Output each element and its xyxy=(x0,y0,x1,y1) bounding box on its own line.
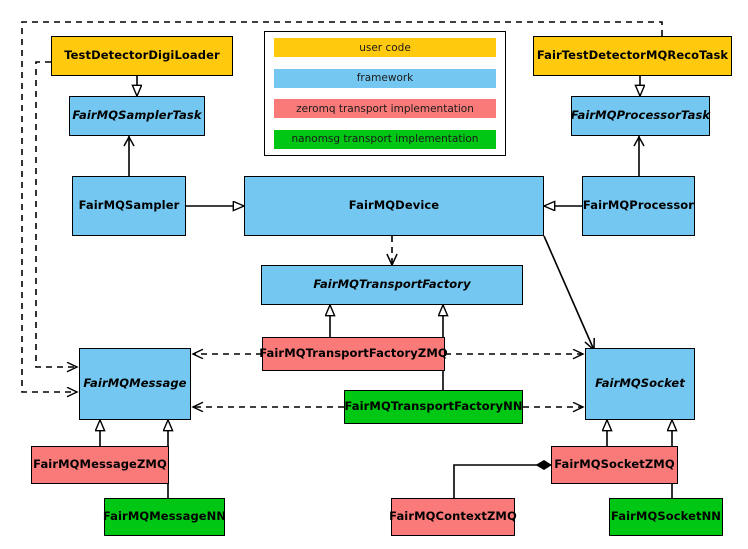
edge-socketzmq-contextzmq xyxy=(453,460,552,498)
class-node-fairmqsocketzmq[interactable]: FairMQSocketZMQ xyxy=(551,446,678,484)
edge-sampler-samplertask-head xyxy=(123,135,135,147)
class-node-fairtestdetectormqrecotask[interactable]: FairTestDetectorMQRecoTask xyxy=(533,36,732,76)
class-node-fairmqtransportfactoryzmq[interactable]: FairMQTransportFactoryZMQ xyxy=(259,337,448,371)
class-node-fairmqsampler[interactable]: FairMQSampler xyxy=(72,176,186,236)
class-node-fairmqtransportfactory[interactable]: FairMQTransportFactory xyxy=(261,265,523,305)
edge-device-socket xyxy=(543,235,594,350)
legend: user code framework zeromq transport imp… xyxy=(264,31,506,156)
class-node-fairmqmessagezmq[interactable]: FairMQMessageZMQ xyxy=(31,446,169,484)
legend-item-user-code: user code xyxy=(274,38,496,57)
legend-item-framework: framework xyxy=(274,68,496,88)
class-node-fairmqdevice[interactable]: FairMQDevice xyxy=(244,176,544,236)
class-node-fairmqmessage[interactable]: FairMQMessage xyxy=(79,348,191,420)
class-node-fairmqcontextzmq[interactable]: FairMQContextZMQ xyxy=(389,498,517,536)
class-node-fairmqmessagenn[interactable]: FairMQMessageNN xyxy=(103,498,226,536)
edge-recotask-message xyxy=(21,21,663,392)
class-node-fairmqsamplertask[interactable]: FairMQSamplerTask xyxy=(69,96,205,136)
class-node-fairmqtransportfactorynn[interactable]: FairMQTransportFactoryNN xyxy=(344,390,523,424)
class-node-fairmqprocessor[interactable]: FairMQProcessor xyxy=(582,176,695,236)
edge-digiloader-message xyxy=(35,61,77,367)
class-node-fairmqsocketnn[interactable]: FairMQSocketNN xyxy=(609,498,723,536)
legend-item-zeromq: zeromq transport implementation xyxy=(274,99,496,119)
legend-item-nanomsg: nanomsg transport implementation xyxy=(274,129,496,149)
edge-processor-processortask-head xyxy=(633,135,645,147)
class-node-testdetectordigiloader[interactable]: TestDetectorDigiLoader xyxy=(51,36,233,76)
class-node-fairmqprocessortask[interactable]: FairMQProcessorTask xyxy=(571,96,710,136)
class-node-fairmqsocket[interactable]: FairMQSocket xyxy=(585,348,695,420)
